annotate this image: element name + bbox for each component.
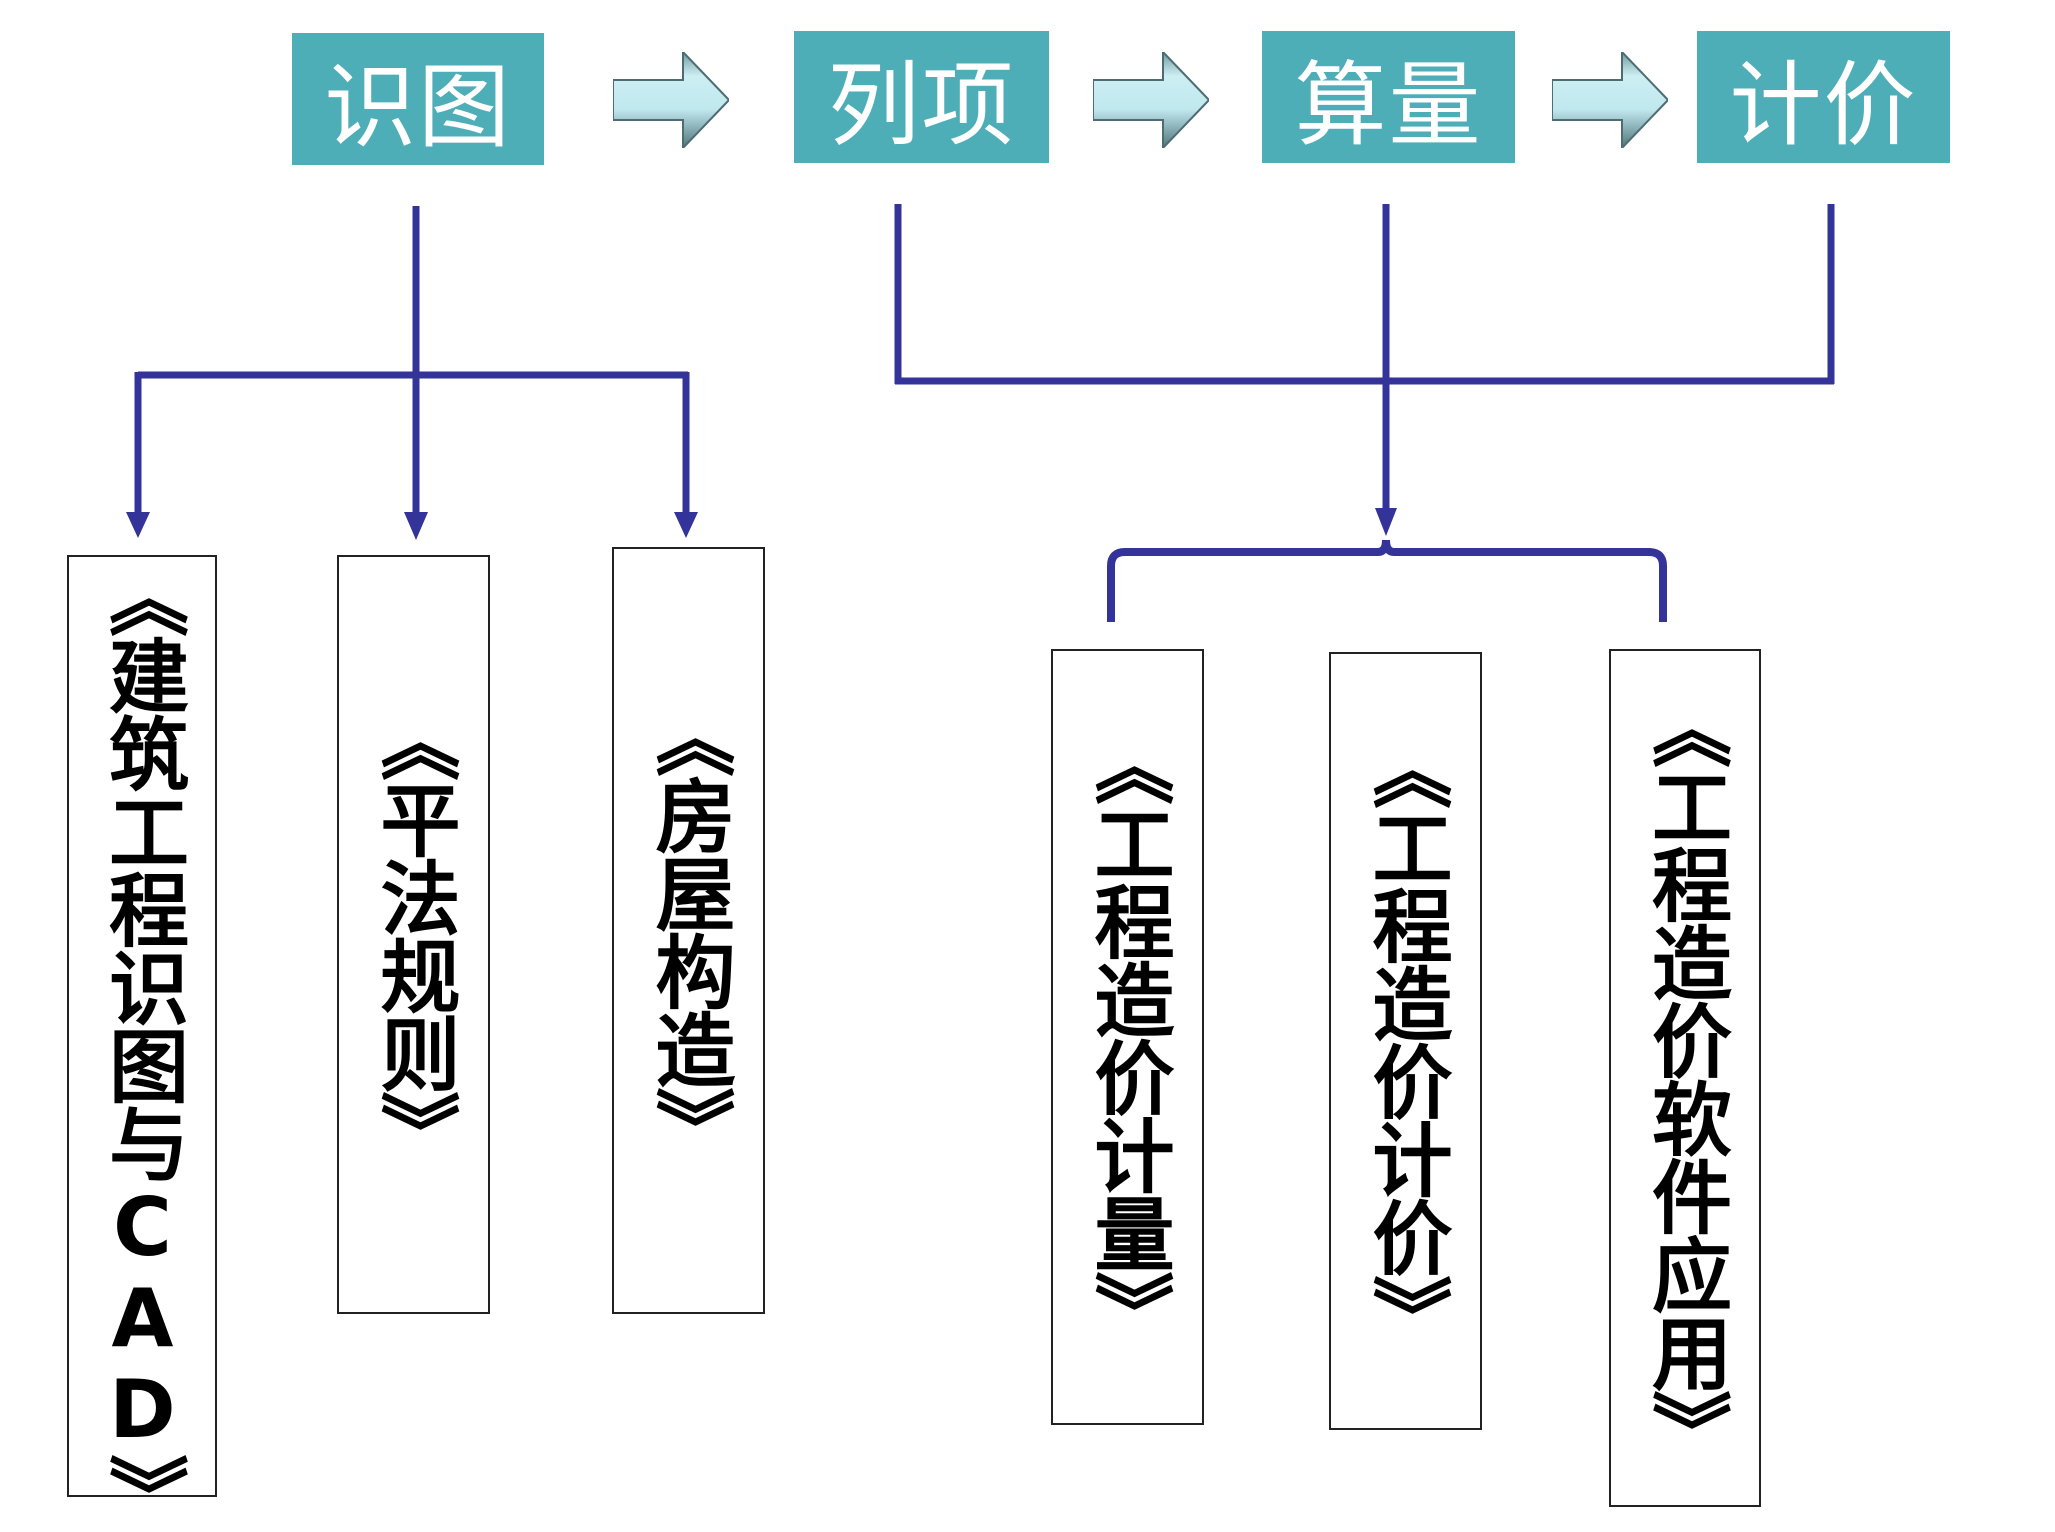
step-shitu: 识图	[292, 33, 544, 165]
step-jijia: 计价	[1697, 31, 1950, 163]
course-title: 《房屋构造》	[642, 696, 736, 1165]
course-box-pingfa-rules: 《平法规则》	[337, 555, 490, 1314]
course-title: 《工程造价计价》	[1359, 729, 1453, 1353]
course-title: 《平法规则》	[367, 700, 461, 1169]
right-arrow-icon	[1552, 52, 1668, 148]
step-label: 识图	[323, 53, 512, 161]
step-label: 列项	[827, 51, 1016, 159]
step-label: 计价	[1729, 51, 1918, 159]
arrowhead-icon	[126, 512, 150, 538]
right-arrow-icon	[1093, 52, 1209, 148]
course-box-building-construction: 《房屋构造》	[612, 547, 765, 1314]
arrowhead-icon	[674, 512, 698, 538]
arrowhead-icon	[404, 512, 428, 540]
course-title: 《建筑工程识图与CAD》	[96, 557, 189, 1532]
right-arrow-icon	[613, 52, 729, 148]
course-box-cost-measurement: 《工程造价计量》	[1051, 649, 1204, 1425]
step-suanliang: 算量	[1262, 31, 1515, 163]
step-label: 算量	[1294, 51, 1483, 159]
course-box-cost-pricing: 《工程造价计价》	[1329, 652, 1482, 1430]
course-title: 《工程造价计量》	[1081, 725, 1175, 1349]
course-box-cost-software: 《工程造价软件应用》	[1609, 649, 1761, 1507]
course-box-building-drawing-cad: 《建筑工程识图与CAD》	[67, 555, 217, 1532]
brace-line	[1107, 539, 1667, 622]
course-title: 《工程造价软件应用》	[1639, 688, 1732, 1468]
step-lixiang: 列项	[794, 31, 1049, 163]
arrowhead-icon	[1375, 508, 1397, 536]
